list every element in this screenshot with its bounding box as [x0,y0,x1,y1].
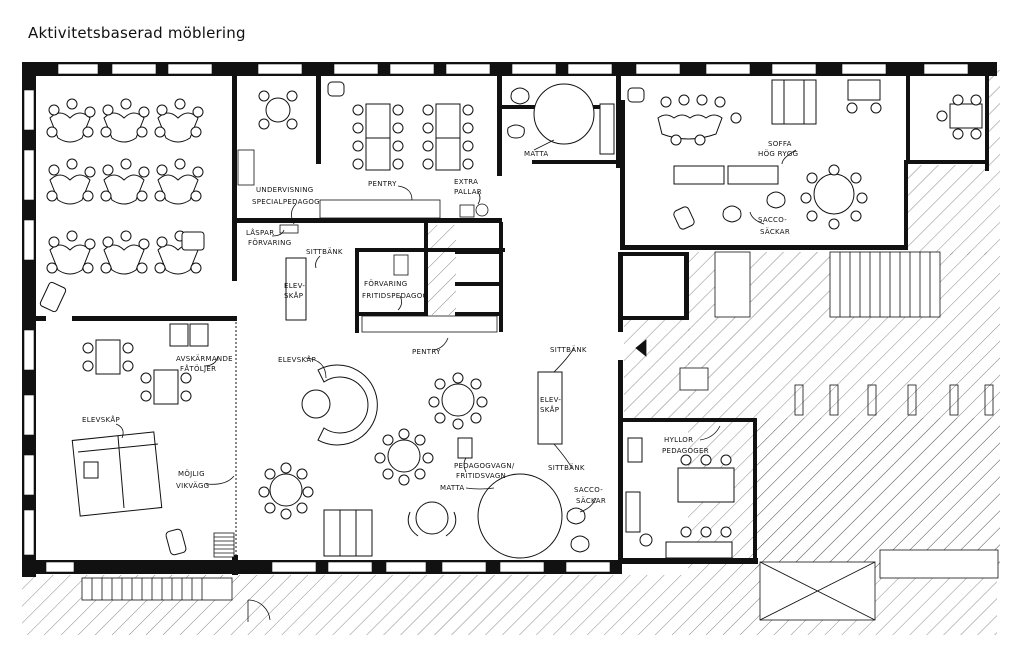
label-laspar-2: FÖRVARING [248,238,291,247]
label-mojlig-1: MÖJLIG [178,469,205,478]
room-labels: MATTA SOFFA HÖG RYGG SACCO- SÄCKAR UNDER… [82,140,798,505]
label-undervisning-2: SPECIALPEDAGOG [252,198,320,206]
exterior-walls [22,62,997,577]
doors [213,149,709,622]
label-matta-top: MATTA [524,150,548,158]
lounge-furniture [657,79,983,230]
label-sittbank-top: SITTBÄNK [306,247,343,256]
label-pentry-top: PENTRY [368,180,397,188]
label-hyllor-2: PEDAGOGER [662,447,709,455]
page-title: Aktivitetsbaserad möblering [28,24,246,42]
label-forvaring-1: FÖRVARING [364,279,407,288]
label-soffa: SOFFA [768,140,792,148]
label-elevskap-left: ELEVSKÅP [82,415,120,424]
label-elevskap-mid-1: ELEV- [284,282,305,290]
label-sacco-top-1: SACCO- [758,216,787,224]
center-furniture [71,257,735,559]
label-matta-bottom: MATTA [440,484,464,492]
label-mojlig-2: VIKVÄGG [176,481,209,490]
label-sacco-bottom-1: SACCO- [574,486,603,494]
top-room-furniture [258,81,645,171]
label-pentry-mid: PENTRY [412,348,441,356]
label-avskarmande-2: FÅTÖLJER [180,364,216,373]
hatched-areas [22,70,1000,635]
classroom-pods [39,98,205,313]
label-avskarmande-1: AVSKÄRMANDE [176,354,233,363]
label-pedagogvagn-2: FRITIDSVAGN [456,472,506,480]
label-elevskap-mid-2: SKÅP [284,291,303,300]
label-hyllor-1: HYLLOR [664,436,693,444]
label-extra-1: EXTRA [454,178,478,186]
label-hog-rygg: HÖG RYGG [758,149,798,158]
label-elevskap-right-2: SKÅP [540,405,559,414]
label-laspar-1: LÅSPAR [246,228,274,237]
interior-walls [36,76,989,575]
label-pedagogvagn-1: PEDAGOGVAGN/ [454,462,515,470]
label-forvaring-2: FRITIDSPEDAGOG [362,292,428,300]
label-sacco-top-2: SÄCKAR [760,227,790,236]
label-extra-2: PALLAR [454,188,482,196]
label-sacco-bottom-2: SÄCKAR [576,496,606,505]
label-elevskap-right-1: ELEV- [540,396,561,404]
label-sittbank-right-top: SITTBÄNK [550,345,587,354]
leader-lines [115,139,797,513]
label-elevskap-center: ELEVSKÅP [278,355,316,364]
stairs [81,251,999,621]
label-sittbank-right-bottom: SITTBÄNK [548,463,585,472]
label-undervisning-1: UNDERVISNING [256,186,314,194]
